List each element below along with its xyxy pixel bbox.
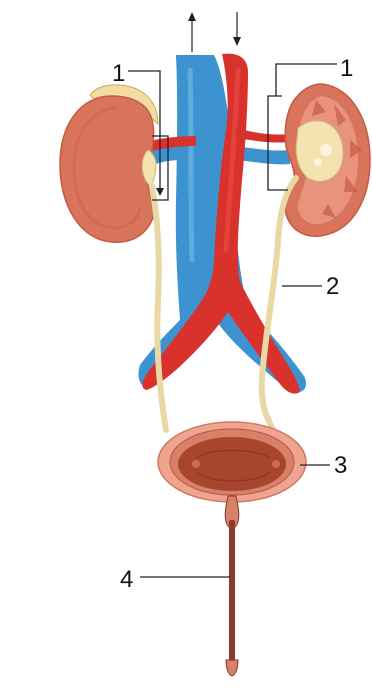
label-1-right: 1 — [340, 55, 353, 82]
label-1-left: 1 — [112, 60, 125, 87]
flow-arrows — [188, 12, 241, 52]
renal-calyx — [314, 158, 322, 166]
label-4: 4 — [120, 566, 133, 593]
left-kidney — [60, 85, 158, 242]
label-3: 3 — [334, 452, 347, 479]
bladder — [158, 422, 306, 502]
arrow-down-icon — [233, 37, 241, 46]
ureter-opening — [272, 460, 280, 468]
arrow-up-icon — [188, 12, 196, 21]
ureter-opening — [192, 460, 200, 468]
urethra — [225, 496, 239, 676]
renal-calyx — [320, 144, 332, 156]
label-2: 2 — [326, 273, 339, 300]
right-kidney — [285, 84, 370, 236]
